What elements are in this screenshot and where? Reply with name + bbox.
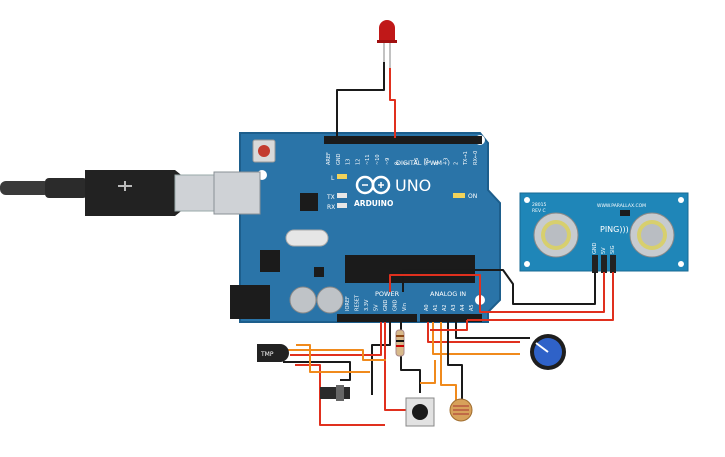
- regulator: [260, 250, 280, 272]
- power-header-label: POWER: [375, 290, 400, 298]
- rx-label: RX: [327, 204, 335, 211]
- analog-pin-label: A0: [424, 304, 430, 311]
- power-header[interactable]: [337, 314, 417, 322]
- digital-header[interactable]: [324, 136, 482, 144]
- sensor-pin-label: SIG: [610, 245, 616, 254]
- l-label: L: [331, 175, 335, 182]
- digital-pin-label: ~3: [444, 158, 450, 165]
- arduino-board[interactable]: L TX RX ON ARDUINO UNO DIGITAL (PWM~) PO…: [213, 132, 501, 323]
- digital-pin-label: 13: [346, 159, 352, 165]
- power-pin-label: RESET: [355, 294, 361, 311]
- digital-pin-label: TX→1: [463, 151, 469, 166]
- analog-header[interactable]: [420, 314, 482, 322]
- usb-chip: [300, 193, 318, 211]
- digital-pin-label: ~5: [424, 158, 430, 165]
- digital-pin-label: ~9: [385, 158, 391, 165]
- digital-pin-label: 4: [434, 162, 440, 165]
- power-pin-label: GND: [393, 299, 399, 311]
- power-pin-label: GND: [383, 299, 389, 311]
- digital-pin-label: ~6: [414, 158, 420, 165]
- analog-pin-label: A2: [442, 304, 448, 311]
- sensor-name: PING))): [600, 225, 629, 234]
- sensor-brand: WWW.PARALLAX.COM: [597, 203, 646, 209]
- crystal: [285, 229, 329, 247]
- digital-pin-label: 2: [453, 162, 459, 165]
- usb-jack: [213, 171, 261, 215]
- temp-sensor-label: TMP: [260, 351, 274, 358]
- analog-pin-label: A5: [469, 304, 475, 311]
- capacitor: [316, 286, 344, 314]
- sensor-model-code: 28015: [532, 202, 546, 208]
- board-model: UNO: [395, 176, 431, 195]
- digital-pin-label: 12: [355, 159, 361, 165]
- sensor-pin-label: GND: [592, 242, 598, 254]
- digital-pin-label: GND: [336, 153, 342, 165]
- pushbutton[interactable]: [405, 397, 435, 427]
- sensor-rev: REV C: [532, 208, 546, 214]
- photoresistor[interactable]: [449, 398, 473, 422]
- digital-pin-label: ~11: [365, 154, 371, 165]
- resistor: [395, 329, 405, 357]
- reset-button[interactable]: [258, 145, 270, 157]
- power-pin-label: 3.3V: [364, 299, 370, 311]
- digital-pin-label: AREF: [326, 152, 332, 165]
- slide-switch[interactable]: [320, 385, 350, 401]
- digital-pin-label: 7: [404, 162, 410, 165]
- tx-label: TX: [326, 194, 335, 201]
- arduino-logo-icon: [355, 175, 391, 195]
- digital-pin-label: RX←0: [473, 151, 479, 165]
- capacitor: [289, 286, 317, 314]
- temperature-sensor[interactable]: TMP: [257, 344, 289, 362]
- on-label: ON: [468, 193, 477, 200]
- power-jack: [230, 285, 270, 319]
- usb-icon: [118, 181, 132, 191]
- sensor-pin-label: 5V: [601, 247, 607, 254]
- analog-pin-label: A1: [433, 304, 439, 311]
- ping-ultrasonic-sensor[interactable]: WWW.PARALLAX.COM 28015 REV C PING))) GND…: [519, 192, 689, 273]
- power-pin-label: Vin: [402, 303, 408, 311]
- analog-pin-label: A3: [451, 304, 457, 311]
- analog-pin-label: A4: [460, 304, 466, 311]
- analog-header-label: ANALOG IN: [430, 290, 466, 298]
- power-pin-label: IOREF: [345, 296, 351, 311]
- wires: [283, 62, 614, 426]
- usb-cable: [0, 170, 216, 216]
- potentiometer[interactable]: [530, 334, 566, 370]
- digital-header-label: DIGITAL (PWM~): [396, 159, 450, 167]
- arduino-logo-text: ARDUINO: [354, 199, 393, 208]
- led[interactable]: [377, 20, 397, 68]
- digital-pin-label: ~10: [375, 154, 381, 165]
- power-pin-label: 5V: [374, 304, 380, 311]
- digital-pin-label: 8: [395, 162, 401, 165]
